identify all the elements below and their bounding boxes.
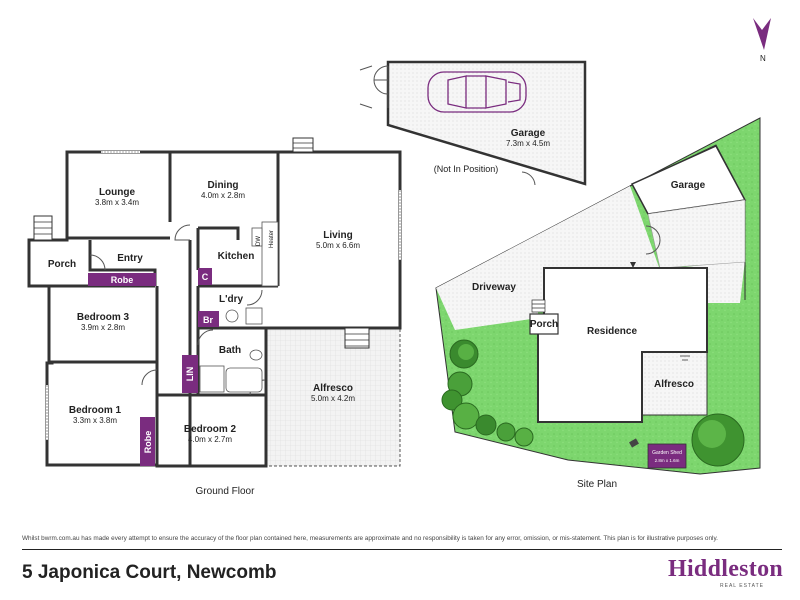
north-arrow-icon: N [753,18,771,63]
kitchen-bench [261,221,279,287]
shrubs-icon [441,339,745,467]
garage-dims: 7.3m x 4.5m [506,139,550,148]
bedroom-2-dims: 4.0m x 2.7m [188,435,232,444]
compass-label: N [760,54,766,63]
living-door-steps-icon [292,137,314,153]
site-garage-label: Garage [671,180,706,191]
entry-label: Entry [117,253,143,264]
alfresco-paving [266,328,400,466]
garden-shed [647,443,687,469]
site-porch-label: Porch [530,319,558,330]
robe-side-tag [140,417,155,466]
alfresco-label: Alfresco [313,383,353,394]
bedroom-2-label: Bedroom 2 [184,424,237,435]
bedroom-3-dims: 3.9m x 2.8m [81,323,125,332]
site-plan-title: Site Plan [577,479,617,490]
laundry-label: L'dry [219,294,243,305]
lounge-dims: 3.8m x 3.4m [95,198,139,207]
alfresco-steps-icon [344,327,370,349]
bedroom-3-label: Bedroom 3 [77,312,130,323]
dishwasher-label: DW [256,236,262,246]
heater-label: Heater [269,230,275,248]
broom-tag [198,311,219,327]
driveway-label: Driveway [472,282,516,293]
garage-label: Garage [511,128,546,139]
agency-logo: Hiddleston REAL ESTATE [668,556,788,592]
living-label: Living [323,230,352,241]
robe-top-label: Robe [111,275,134,285]
porch-label: Porch [48,259,76,270]
property-address: 5 Japonica Court, Newcomb [22,562,277,583]
dining-label: Dining [207,180,238,191]
washer-icon [225,309,239,323]
bedroom-1-dims: 3.3m x 3.8m [73,416,117,425]
shed-dims: 2.8m x 1.6m [655,458,680,463]
cupboard-tag [198,268,212,285]
garage-plan: Garage 7.3m x 4.5m (Not In Position) [359,60,587,186]
ground-floor-plan: Robe Robe C Br LIN DW Heater Lounge 3.8m… [27,137,402,497]
cupboard-label: C [202,272,209,282]
footer-divider [22,549,782,550]
porch-steps-icon [33,215,53,241]
logo-tagline: REAL ESTATE [720,583,764,589]
bedroom-1-label: Bedroom 1 [69,405,122,416]
robe-side-label: Robe [143,431,153,454]
logo-name: Hiddleston [668,556,784,582]
broom-label: Br [203,315,213,325]
disclaimer-text: Whilst bwrm.com.au has made every attemp… [22,535,718,542]
shower-icon [199,365,225,393]
kitchen-label: Kitchen [218,251,255,262]
site-plan: Garage Porch Residence Alfresco Driveway [435,117,761,490]
dining-dims: 4.0m x 2.8m [201,191,245,200]
car-icon [427,71,527,113]
laundry-tub-icon [245,307,263,325]
site-alfresco-label: Alfresco [654,379,694,390]
living-dims: 5.0m x 6.6m [316,241,360,250]
robe-tag [88,273,156,286]
alfresco-dims: 5.0m x 4.2m [311,394,355,403]
lounge-label: Lounge [99,187,136,198]
garage-position-note: (Not In Position) [434,164,499,174]
bench-icon [629,438,639,448]
bath-label: Bath [219,345,241,356]
linen-label: LIN [185,367,195,382]
residence-label: Residence [587,326,637,337]
dishwasher-icon [251,227,263,247]
ground-floor-title: Ground Floor [196,486,256,497]
basin-icon [249,349,263,361]
shed-label: Garden Shed [652,450,682,456]
bathtub-icon [225,367,263,393]
linen-tag [182,355,198,393]
